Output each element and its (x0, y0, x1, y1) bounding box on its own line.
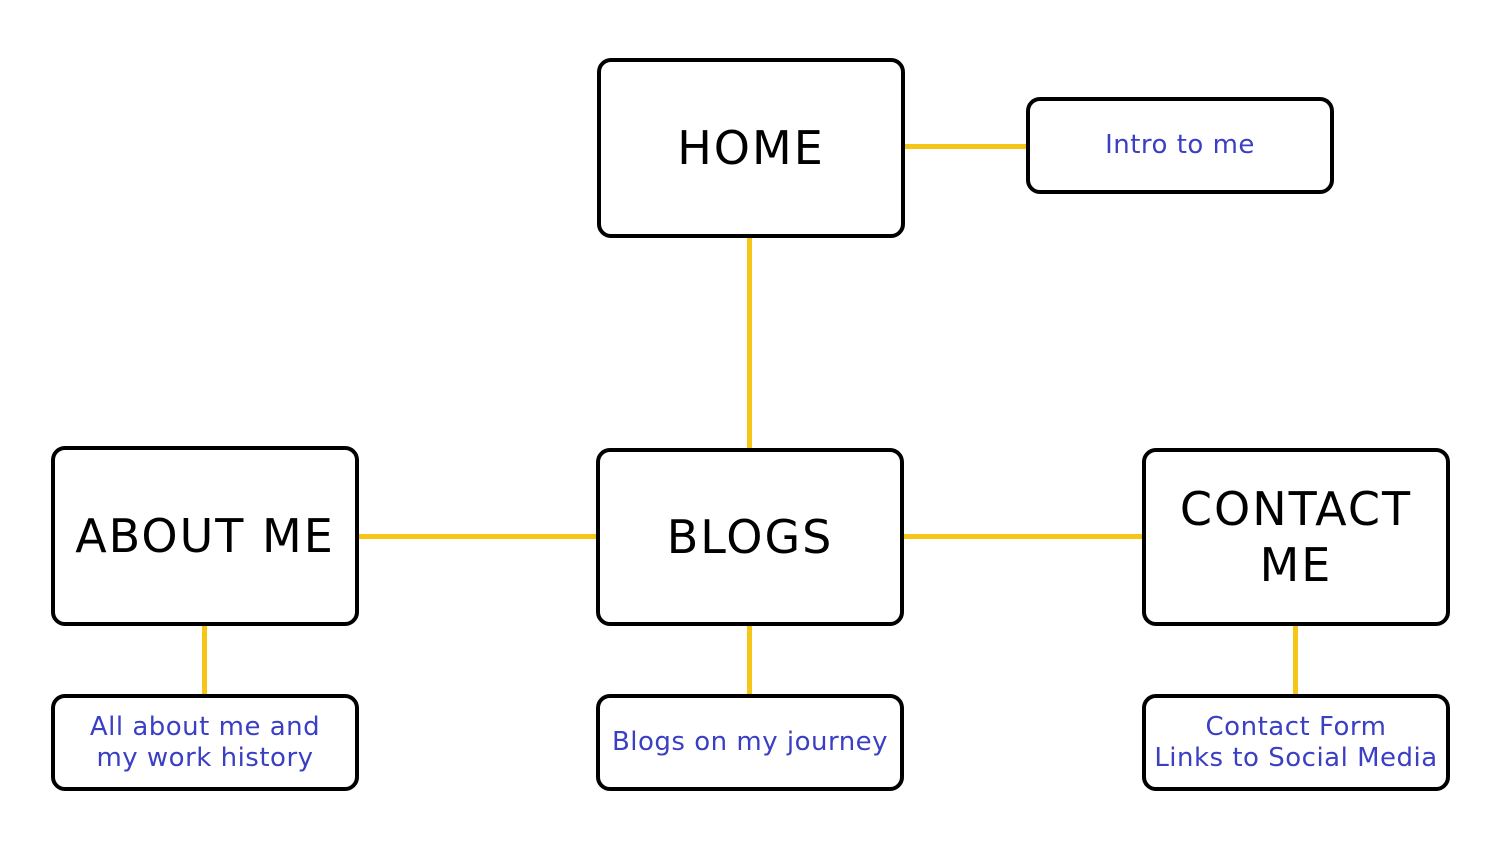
about-me-detail-node: All about me and my work history (51, 694, 359, 791)
home-node-label: HOME (677, 121, 825, 175)
about-me-node-label: ABOUT ME (75, 509, 335, 563)
connector-home-blogs (747, 236, 752, 450)
blogs-detail-label: Blogs on my journey (611, 727, 889, 757)
intro-node: Intro to me (1026, 97, 1334, 194)
about-me-node: ABOUT ME (51, 446, 359, 626)
about-me-detail-label: All about me and my work history (89, 711, 321, 773)
blogs-node: BLOGS (596, 448, 904, 626)
blogs-detail-node: Blogs on my journey (596, 694, 904, 791)
connector-blogs-contact (902, 534, 1144, 539)
connector-about-detail (202, 624, 207, 696)
intro-node-label: Intro to me (1105, 130, 1255, 160)
connector-home-intro (904, 144, 1027, 149)
connector-about-blogs (358, 534, 598, 539)
connector-contact-detail (1293, 624, 1298, 696)
blogs-node-label: BLOGS (666, 510, 834, 564)
contact-me-node-label: CONTACT ME (1179, 482, 1413, 592)
connector-blogs-detail (747, 624, 752, 696)
home-node: HOME (597, 58, 905, 238)
contact-detail-node: Contact Form Links to Social Media (1142, 694, 1450, 791)
contact-me-node: CONTACT ME (1142, 448, 1450, 626)
contact-detail-label: Contact Form Links to Social Media (1154, 711, 1438, 773)
